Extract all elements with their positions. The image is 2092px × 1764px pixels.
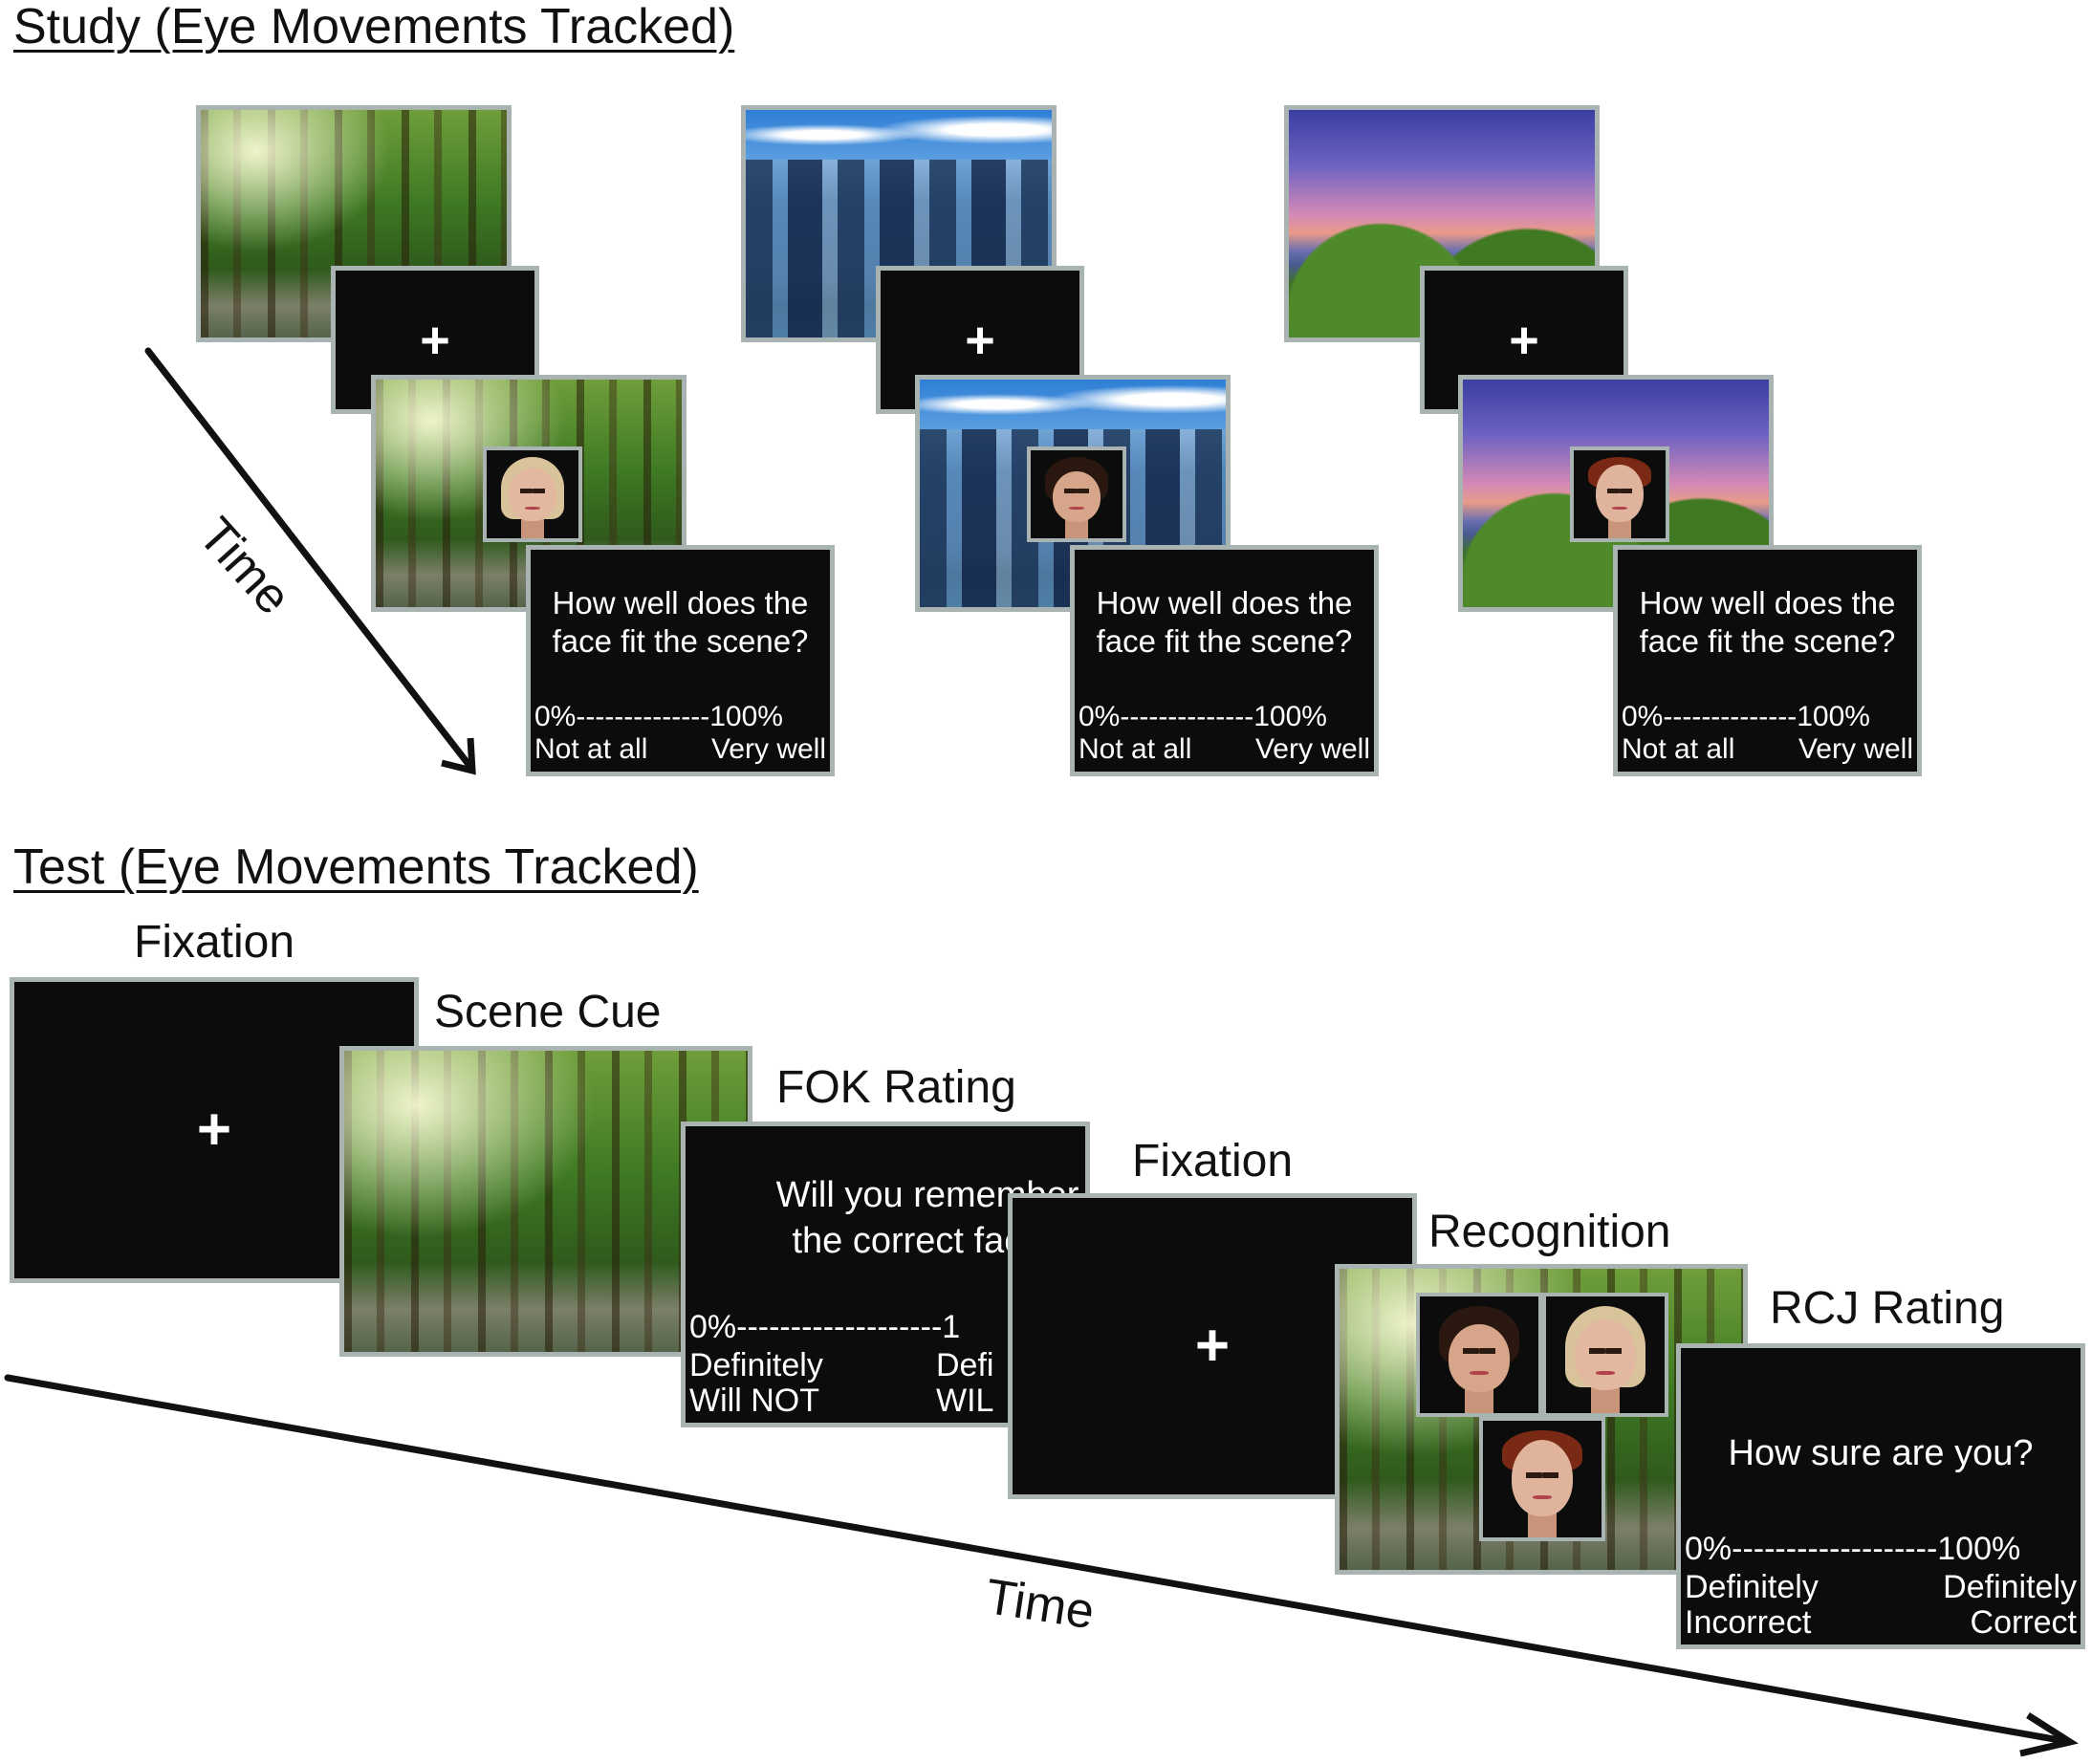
study2-rating-screen: How well does the face fit the scene? 0%… — [1070, 545, 1379, 776]
rating-question-line1: How well does the — [552, 585, 809, 621]
fok-right-line1: Defi — [936, 1347, 994, 1383]
fixation-cross: + — [420, 311, 450, 369]
rating-question-line1: How well does the — [1639, 585, 1896, 621]
label-rcj-rating: RCJ Rating — [1770, 1283, 2005, 1334]
test-scene-cue — [339, 1046, 752, 1357]
fixation-cross: + — [1194, 1313, 1231, 1379]
label-fok-rating: FOK Rating — [776, 1062, 1016, 1113]
rcj-scale: 0%-------------------100% — [1685, 1531, 2021, 1567]
rating-question-line1: How well does the — [1096, 585, 1353, 621]
rating-question-line2: face fit the scene? — [552, 623, 809, 659]
study3-rating-screen: How well does the face fit the scene? 0%… — [1613, 545, 1922, 776]
face-blonde — [483, 446, 582, 542]
rating-right-anchor: Very well — [710, 733, 826, 765]
rcj-question: How sure are you? — [1728, 1433, 2034, 1473]
label-scene-cue: Scene Cue — [434, 987, 662, 1037]
fixation-cross: + — [196, 1097, 232, 1163]
test-rcj-rating-screen: How sure are you? 0%-------------------1… — [1676, 1343, 2085, 1649]
rating-left-anchor: Not at all — [534, 733, 648, 765]
rcj-left-line1: Definitely — [1685, 1569, 1819, 1605]
label-fixation-1: Fixation — [134, 917, 295, 968]
study-time-label: Time — [187, 507, 302, 625]
rcj-right-line1: Definitely — [1943, 1569, 2077, 1605]
rating-right-anchor: Very well — [1798, 733, 1913, 765]
label-recognition: Recognition — [1428, 1207, 1671, 1257]
rcj-right-line2: Correct — [1970, 1604, 2077, 1641]
face-redhead — [1570, 446, 1669, 542]
rcj-left-line2: Incorrect — [1685, 1604, 1812, 1641]
rating-scale: 0%--------------100% — [1622, 701, 1870, 732]
fok-left-line2: Will NOT — [689, 1383, 819, 1419]
fok-right-line2: WIL — [936, 1383, 994, 1419]
recognition-face-brunette — [1416, 1293, 1542, 1417]
test-time-label: Time — [982, 1568, 1099, 1641]
rating-right-anchor: Very well — [1254, 733, 1370, 765]
rating-left-anchor: Not at all — [1079, 733, 1192, 765]
fok-scale: 0%-------------------1 — [689, 1309, 961, 1345]
study-title: Study (Eye Movements Tracked) — [13, 0, 735, 54]
study1-rating-screen: How well does the face fit the scene? 0%… — [526, 545, 835, 776]
face-brunette — [1027, 446, 1126, 542]
rating-question-line2: face fit the scene? — [1639, 623, 1896, 659]
rating-scale: 0%--------------100% — [534, 701, 783, 732]
rating-question-line2: face fit the scene? — [1096, 623, 1353, 659]
test-title: Test (Eye Movements Tracked) — [13, 839, 699, 895]
rating-scale: 0%--------------100% — [1079, 701, 1327, 732]
recognition-face-redhead — [1479, 1417, 1605, 1541]
fixation-cross: + — [1509, 311, 1539, 369]
label-fixation-2: Fixation — [1132, 1136, 1294, 1187]
rating-left-anchor: Not at all — [1622, 733, 1735, 765]
fok-left-line1: Definitely — [689, 1347, 823, 1383]
recognition-face-blonde — [1542, 1293, 1668, 1417]
fixation-cross: + — [965, 311, 995, 369]
